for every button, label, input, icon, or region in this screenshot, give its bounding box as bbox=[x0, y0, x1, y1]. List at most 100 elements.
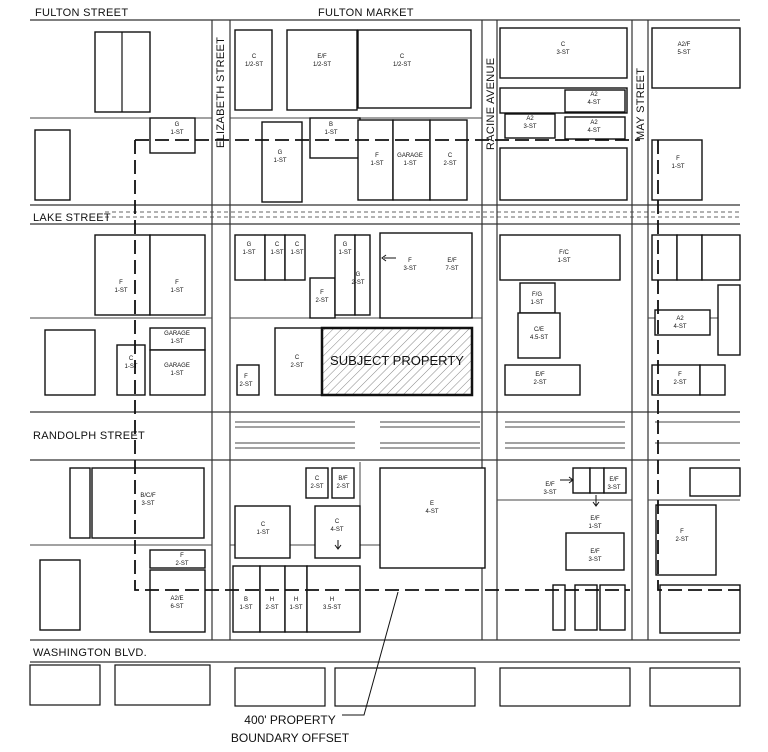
building-use-label: A2/E bbox=[170, 596, 183, 602]
building-height-label: 1-ST bbox=[170, 288, 183, 294]
building-use-label: C/E bbox=[534, 327, 544, 333]
street-elizabeth: ELIZABETH STREET bbox=[215, 37, 227, 148]
building-use-label: H bbox=[294, 597, 298, 603]
building-use-label: G bbox=[356, 272, 361, 278]
arrow-2 bbox=[560, 476, 574, 484]
building-height-label: 1-ST bbox=[290, 250, 303, 256]
building-use-label: C bbox=[129, 356, 134, 362]
building-use-label: A2 bbox=[676, 316, 684, 322]
building-use-label: GARAGE bbox=[397, 153, 423, 159]
building-height-label: 2-ST bbox=[239, 382, 252, 388]
building-height-label: 4.5-ST bbox=[530, 335, 548, 341]
street-fulton-market: FULTON MARKET bbox=[318, 7, 414, 19]
building-use-label: C bbox=[295, 355, 300, 361]
building-use-label: G bbox=[278, 150, 283, 156]
building-use-label: F bbox=[408, 258, 412, 264]
street-randolph: RANDOLPH STREET bbox=[33, 430, 145, 442]
building-height-label: 1-ST bbox=[530, 300, 543, 306]
street-washington: WASHINGTON BLVD. bbox=[33, 647, 147, 659]
arrow-3 bbox=[592, 495, 600, 507]
building-use-label: B/C/F bbox=[140, 493, 156, 499]
building-height-label: 2-ST bbox=[533, 380, 546, 386]
building-use-label: A2 bbox=[590, 120, 598, 126]
building-use-label: GARAGE bbox=[164, 363, 190, 369]
building-use-label: F/G bbox=[532, 292, 542, 298]
building-height-label: 1/2-ST bbox=[245, 62, 263, 68]
building-height-label: 1/2-ST bbox=[313, 62, 331, 68]
street-racine: RACINE AVENUE bbox=[485, 58, 497, 150]
building-use-label: F bbox=[676, 156, 680, 162]
building-height-label: 1-ST bbox=[273, 158, 286, 164]
building-use-label: A2/F bbox=[678, 42, 691, 48]
building-height-label: 1-ST bbox=[124, 364, 137, 370]
building-height-label: 2-ST bbox=[265, 605, 278, 611]
street-lines bbox=[29, 19, 741, 707]
building-use-label: E/F bbox=[609, 477, 619, 483]
building-use-label: B bbox=[329, 122, 333, 128]
building-height-label: 1-ST bbox=[170, 371, 183, 377]
building-use-label: C bbox=[315, 476, 320, 482]
building-height-label: 4-ST bbox=[587, 100, 600, 106]
building-height-label: 2-ST bbox=[673, 380, 686, 386]
building-height-label: 3-ST bbox=[588, 557, 601, 563]
building-use-label: A2 bbox=[590, 92, 598, 98]
building-use-label: C bbox=[400, 54, 405, 60]
building-height-label: 3-ST bbox=[141, 501, 154, 507]
callout-leader bbox=[342, 591, 399, 716]
building-height-label: 5-ST bbox=[677, 50, 690, 56]
building-use-label: G bbox=[175, 122, 180, 128]
building-height-label: 1-ST bbox=[557, 258, 570, 264]
building-height-label: 1-ST bbox=[270, 250, 283, 256]
building-use-label: C bbox=[261, 522, 266, 528]
building-height-label: 1-ST bbox=[671, 164, 684, 170]
callout-line-1: 400' PROPERTY bbox=[244, 713, 335, 727]
building-use-label: E/F bbox=[590, 516, 600, 522]
building-height-label: 4-ST bbox=[425, 509, 438, 515]
building-use-label: GARAGE bbox=[164, 331, 190, 337]
building-use-label: F bbox=[680, 529, 684, 535]
building-height-label: 3-ST bbox=[543, 490, 556, 496]
building-height-label: 2-ST bbox=[675, 537, 688, 543]
building-labels: C 1/2-ST E/F 1/2-ST C 1/2-ST C 3-ST A2/F 5-ST A2 4-… bbox=[114, 42, 690, 611]
building-height-label: 1-ST bbox=[588, 524, 601, 530]
building-use-label: H bbox=[330, 597, 334, 603]
street-fulton: FULTON STREET bbox=[35, 7, 128, 19]
building-use-label: G bbox=[247, 242, 252, 248]
building-height-label: 1-ST bbox=[370, 161, 383, 167]
building-height-label: 1-ST bbox=[170, 339, 183, 345]
building-height-label: 2-ST bbox=[351, 280, 364, 286]
building-use-label: F bbox=[244, 374, 248, 380]
building-use-label: C bbox=[561, 42, 566, 48]
building-height-label: 2-ST bbox=[315, 298, 328, 304]
building-height-label: 3-ST bbox=[523, 124, 536, 130]
building-height-label: 3-ST bbox=[403, 266, 416, 272]
building-height-label: 2-ST bbox=[336, 484, 349, 490]
building-use-label: C bbox=[252, 54, 257, 60]
building-height-label: 3-ST bbox=[556, 50, 569, 56]
building-height-label: 1-ST bbox=[256, 530, 269, 536]
building-use-label: E/F bbox=[317, 54, 327, 60]
building-use-label: F bbox=[678, 372, 682, 378]
building-height-label: 1/2-ST bbox=[393, 62, 411, 68]
building-use-label: F bbox=[180, 553, 184, 559]
building-use-label: C bbox=[275, 242, 280, 248]
building-use-label: G bbox=[343, 242, 348, 248]
building-height-label: 3-ST bbox=[607, 485, 620, 491]
building-height-label: 1-ST bbox=[324, 130, 337, 136]
building-use-label: E/F bbox=[590, 549, 600, 555]
building-use-label: F bbox=[119, 280, 123, 286]
building-height-label: 2-ST bbox=[175, 561, 188, 567]
street-may: MAY STREET bbox=[635, 68, 647, 140]
building-use-label: A2 bbox=[526, 116, 534, 122]
street-lake: LAKE STREET bbox=[33, 212, 111, 224]
callout-line-2: BOUNDARY OFFSET bbox=[231, 731, 350, 745]
arrow-4 bbox=[334, 540, 342, 550]
subject-property-parcel bbox=[320, 326, 474, 397]
building-height-label: 1-ST bbox=[114, 288, 127, 294]
building-height-label: 2-ST bbox=[443, 161, 456, 167]
building-height-label: 1-ST bbox=[289, 605, 302, 611]
arrow-1 bbox=[381, 254, 396, 262]
building-height-label: 7-ST bbox=[445, 266, 458, 272]
building-height-label: 1-ST bbox=[239, 605, 252, 611]
